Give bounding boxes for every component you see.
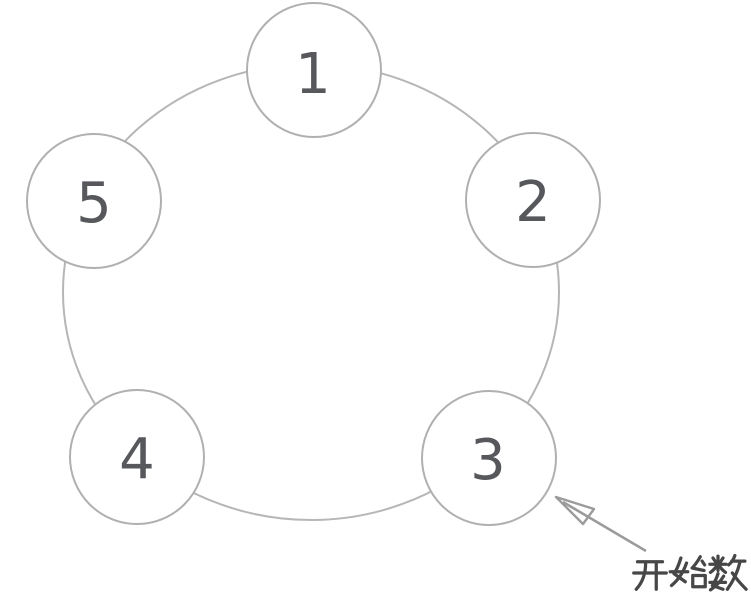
start-arrow bbox=[554, 495, 647, 553]
cjk-glyph-shu bbox=[708, 553, 748, 592]
cjk-glyph-shi bbox=[668, 555, 707, 589]
node-5-circle bbox=[26, 133, 162, 269]
node-5-label: 5 bbox=[76, 171, 112, 236]
node-3-label: 3 bbox=[470, 428, 506, 493]
node-3-circle bbox=[421, 390, 557, 526]
node-2-circle bbox=[465, 132, 601, 268]
annotation-start-counting bbox=[632, 553, 748, 592]
circle-node-1: 1 bbox=[246, 2, 382, 138]
node-2-label: 2 bbox=[515, 170, 551, 235]
node-1-circle bbox=[246, 2, 382, 138]
node-4-label: 4 bbox=[119, 427, 155, 492]
node-4-circle bbox=[69, 389, 205, 525]
arrow-line bbox=[562, 500, 647, 553]
circle-node-4: 4 bbox=[69, 389, 205, 525]
cjk-glyph-kai bbox=[632, 560, 668, 591]
circle-node-3: 3 bbox=[421, 390, 557, 526]
circle-node-2: 2 bbox=[465, 132, 601, 268]
circle-node-5: 5 bbox=[26, 133, 162, 269]
node-1-label: 1 bbox=[295, 42, 331, 107]
